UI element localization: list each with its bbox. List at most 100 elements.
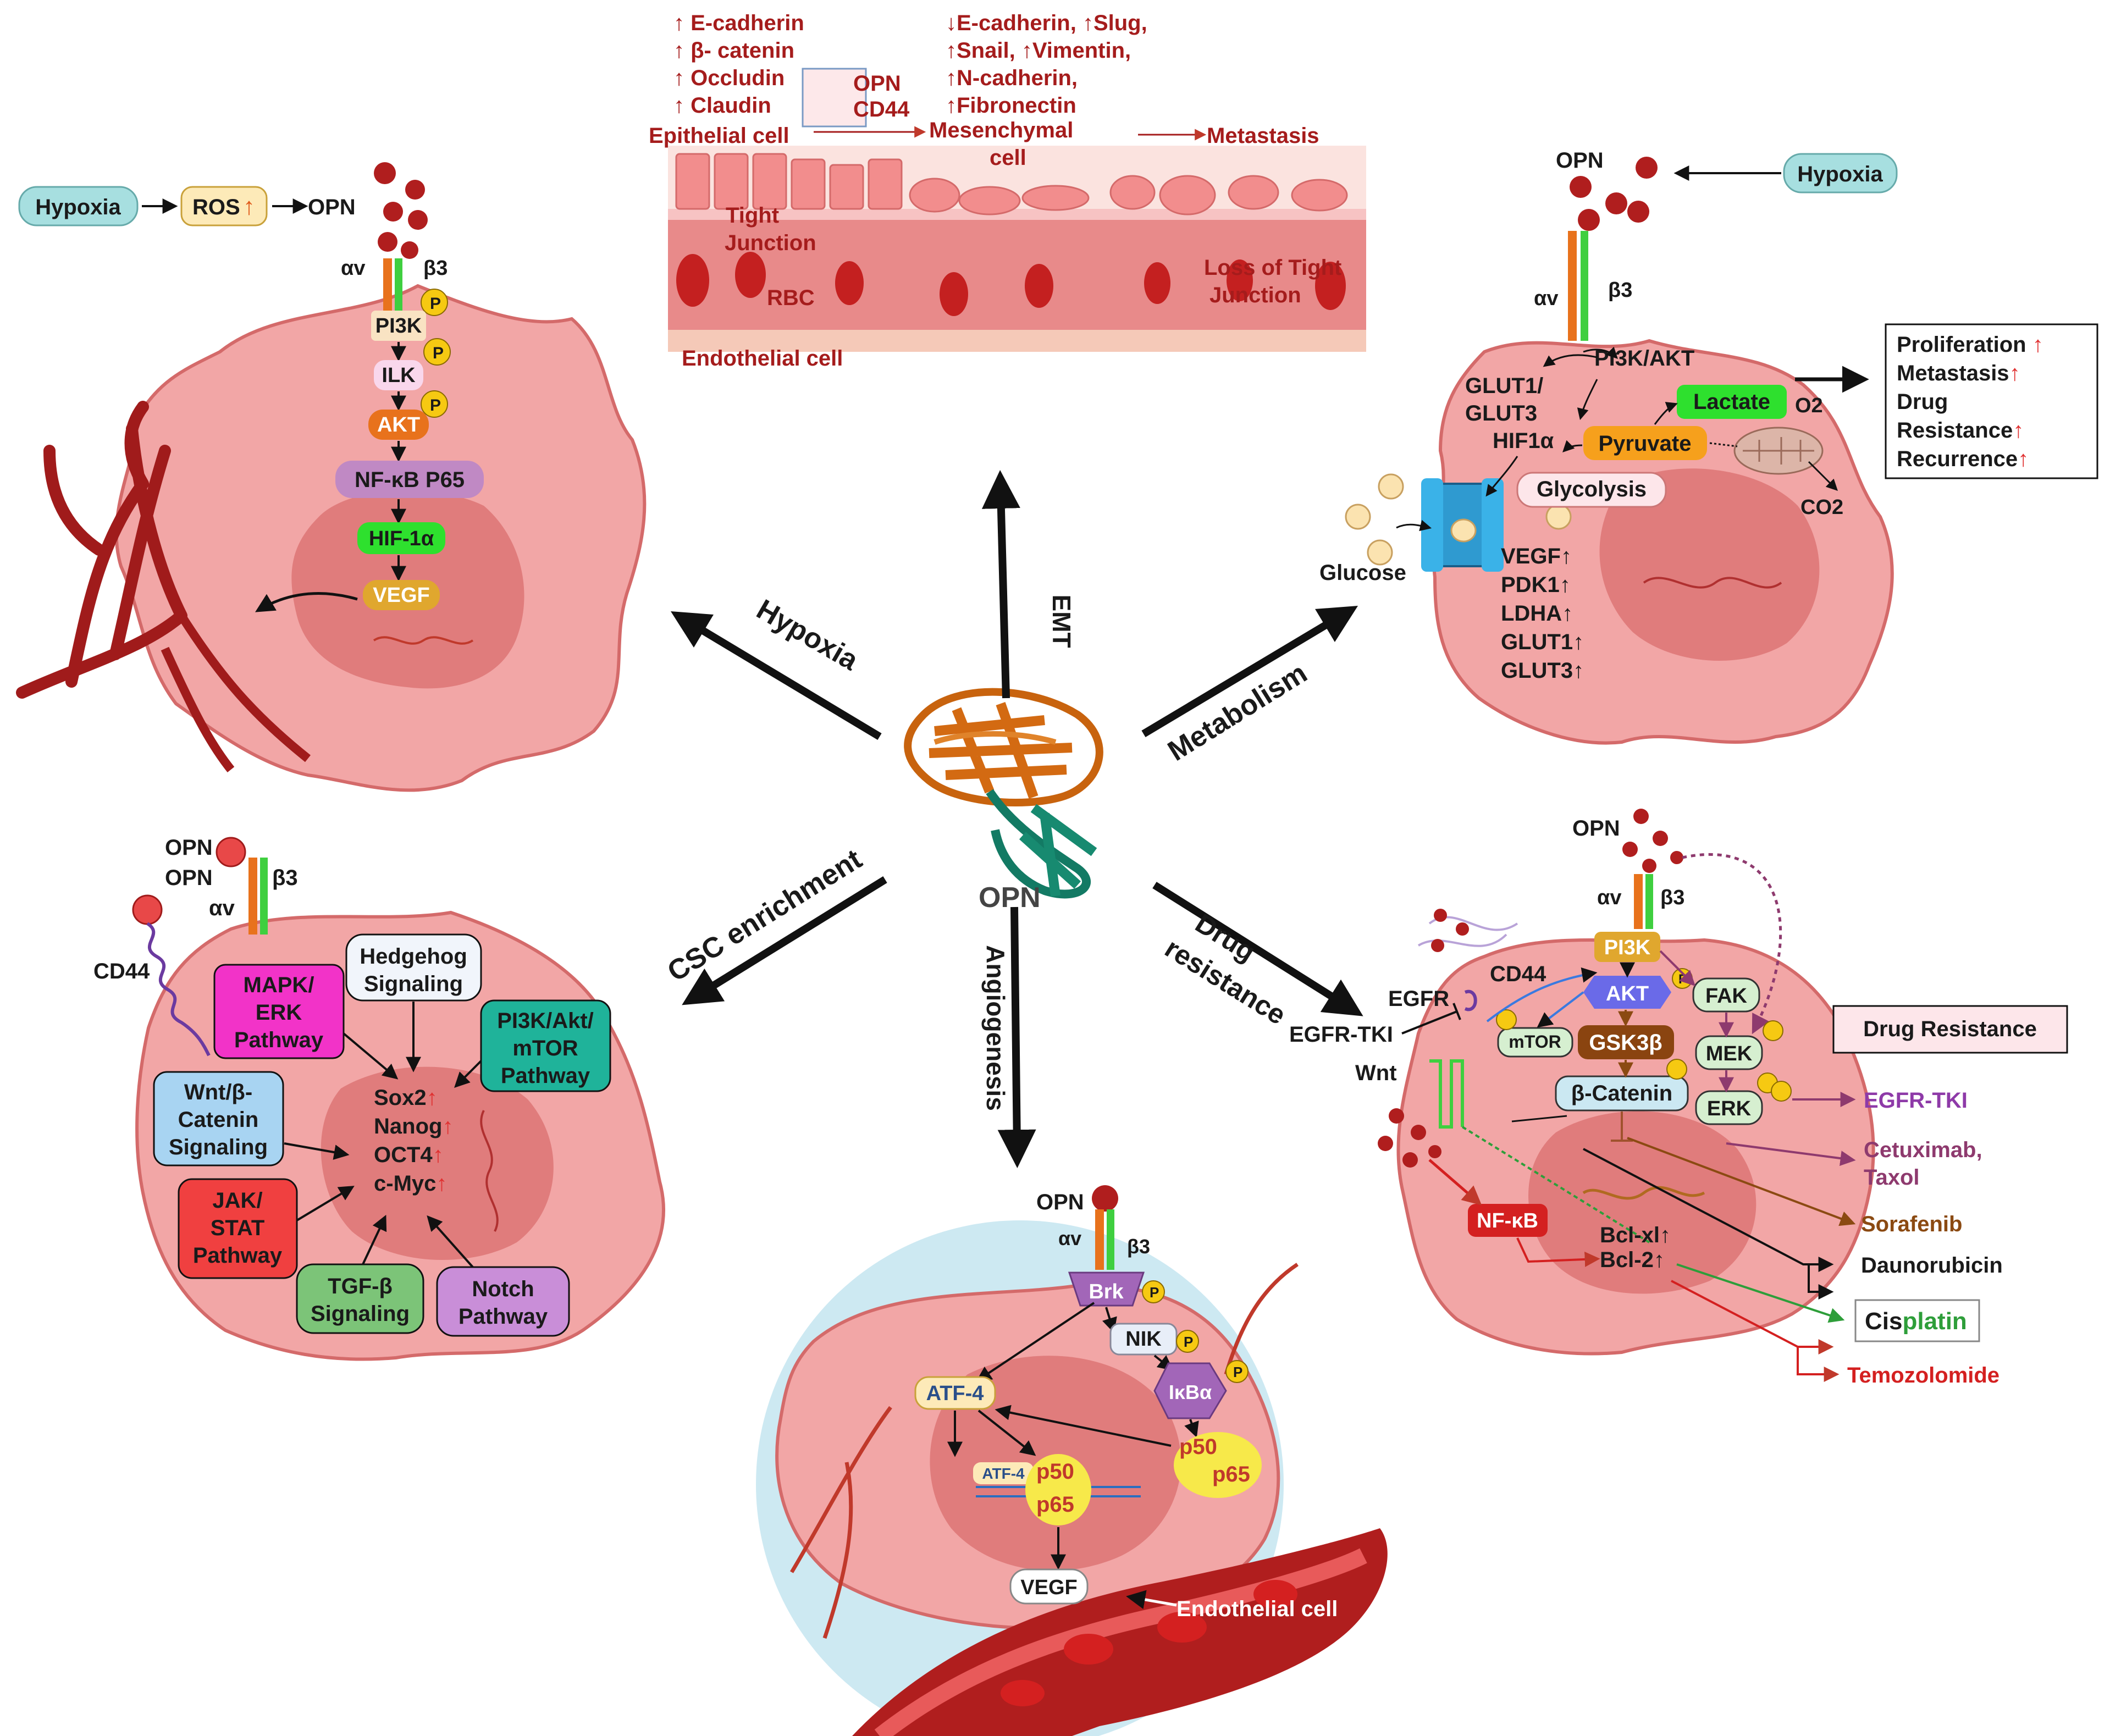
csc-mapk-label-2: ERK: [256, 1000, 302, 1025]
metabolism-glycolysis-box: [1516, 472, 1667, 508]
hypoxia-integrin: [383, 258, 402, 313]
svg-text:Metastasis↑: Metastasis↑: [1897, 361, 2020, 385]
drug-phospho-circles: [1496, 1009, 1792, 1102]
drug-cd44-label: CD44: [1490, 962, 1546, 986]
svg-text:Recurrence↑: Recurrence↑: [1897, 447, 2029, 471]
angio-opn-ball: [1092, 1185, 1118, 1212]
csc-av-label: αv: [209, 896, 235, 920]
csc-cd44-label: CD44: [93, 959, 150, 983]
csc-notch-label: Notch: [472, 1277, 534, 1301]
angio-integrin: [1095, 1209, 1114, 1270]
emt-endothelial-label: Endothelial cell: [682, 346, 843, 371]
hypoxia-av-label: αv: [341, 257, 366, 280]
metabolism-opn-balls: [1570, 157, 1658, 231]
metabolism-outcome-box: [1885, 323, 2098, 479]
drug-sorafenib: Sorafenib: [1861, 1212, 1962, 1236]
svg-text:↑N-cadherin,: ↑N-cadherin,: [946, 66, 1078, 90]
hypoxia-nfkb-box: [335, 461, 484, 498]
metabolism-pi3k-akt: PI3K/AKT: [1594, 346, 1694, 371]
drug-b3-label: β3: [1660, 886, 1684, 909]
drug-egfr-tki-drug: EGFR-TKI: [1864, 1088, 1968, 1113]
metabolism-target-genes: VEGF↑ PDK1↑ LDHA↑ GLUT1↑ GLUT3↑: [1501, 544, 1584, 683]
metabolism-outcome-list: Proliferation ↑ Metastasis↑ Drug Resista…: [1897, 333, 2043, 471]
csc-tgf-label-2: Signaling: [311, 1302, 410, 1326]
ros-up-arrow: ↑: [243, 193, 255, 220]
emt-mesenchymal-label: Mesenchymal: [929, 118, 1073, 142]
drug-akt-shape: [1583, 976, 1671, 1009]
svg-text:GLUT1↑: GLUT1↑: [1501, 630, 1584, 654]
csc-pi3k-box: [480, 999, 611, 1092]
drug-pi3k-label: PI3K: [1604, 936, 1651, 959]
svg-text:OCT4↑: OCT4↑: [374, 1143, 444, 1167]
metabolism-co2-label: CO2: [1800, 496, 1843, 519]
emt-mesenchymal-markers: ↓E-cadherin, ↑Slug, ↑Snail, ↑Vimentin, ↑…: [946, 11, 1147, 118]
svg-text:P: P: [430, 295, 441, 313]
hypoxia-akt-box: [368, 410, 429, 440]
metabolism-glucose-label: Glucose: [1319, 561, 1406, 585]
svg-text:P: P: [433, 344, 444, 362]
emt-metastasis-label: Metastasis: [1207, 124, 1319, 148]
metabolism-hypoxia-label: Hypoxia: [1797, 162, 1883, 186]
arrow-label-angiogenesis: Angiogenesis: [981, 945, 1010, 1111]
drug-egfr-tki-label: EGFR-TKI: [1289, 1022, 1393, 1047]
angio-opn-label: OPN: [1036, 1190, 1084, 1214]
hypoxia-phospho-circles: [421, 289, 451, 418]
csc-mapk-label-3: Pathway: [234, 1028, 324, 1052]
svg-text:VEGF↑: VEGF↑: [1501, 544, 1572, 568]
drug-av-label: αv: [1597, 886, 1622, 909]
metabolism-hypoxia-box: [1783, 153, 1898, 193]
drug-taxol: Taxol: [1864, 1165, 1920, 1190]
angio-atf4-label: ATF-4: [926, 1382, 984, 1405]
csc-jak-label-2: STAT: [211, 1216, 265, 1240]
arrow-label-hypoxia: Hypoxia: [751, 594, 864, 677]
radial-arrows: [670, 470, 1363, 1168]
drug-output-arrows: [1583, 1092, 1856, 1382]
csc-wnt-label-2: Catenin: [178, 1108, 259, 1132]
metabolism-o2-label: O2: [1795, 394, 1823, 417]
hypoxia-box-label: Hypoxia: [35, 195, 121, 219]
emt-opn-label: OPN: [853, 71, 901, 96]
csc-wnt-box: [153, 1071, 284, 1166]
csc-cd44-receptor: [146, 922, 211, 1057]
hypoxia-b3-label: β3: [423, 257, 448, 280]
arrow-label-emt: EMT: [1047, 594, 1076, 648]
csc-opn-ball-1: [132, 894, 163, 925]
angio-ikba-label: IκBα: [1169, 1381, 1212, 1403]
hypoxia-hif-label: HIF-1α: [369, 527, 434, 550]
csc-wnt-label-3: Signaling: [169, 1135, 268, 1159]
emt-tissue-illustration: [668, 68, 1366, 352]
svg-text:LDHA↑: LDHA↑: [1501, 601, 1573, 626]
drug-cetuximab: Cetuximab,: [1864, 1138, 1982, 1162]
svg-text:↑Fibronectin: ↑Fibronectin: [946, 93, 1076, 118]
metabolism-pyruvate-label: Pyruvate: [1599, 432, 1692, 456]
drug-signal-arrows: [1486, 950, 1734, 1093]
csc-notch-box: [436, 1266, 570, 1337]
drug-fak-label: FAK: [1705, 985, 1748, 1008]
ros-box: [180, 186, 268, 226]
csc-hedgehog-label: Hedgehog: [360, 944, 467, 969]
svg-text:Resistance↑: Resistance↑: [1897, 418, 2024, 443]
angio-ikba-shape: [1153, 1362, 1227, 1419]
angio-atf4-box: [914, 1376, 996, 1410]
hypoxia-vegf-label: VEGF: [373, 584, 429, 607]
emt-mesenchymal-cell-label: cell: [990, 146, 1026, 170]
drug-wnt-label: Wnt: [1355, 1061, 1397, 1085]
drug-gsk-box: [1578, 1025, 1674, 1059]
drug-frizzled-receptor: [1429, 1059, 1464, 1129]
emt-tight-junction-label: Tight: [726, 203, 779, 228]
hypoxia-pi3k-label: PI3K: [375, 314, 422, 338]
ros-label: ROS: [192, 195, 240, 219]
svg-text:Drug: Drug: [1897, 390, 1948, 414]
csc-jak-box: [178, 1178, 298, 1279]
angio-brk-label: Brk: [1089, 1280, 1124, 1303]
metabolism-pyruvate-box: [1583, 426, 1707, 460]
hypoxia-akt-label: AKT: [377, 413, 420, 436]
angio-b3-label: β3: [1127, 1235, 1150, 1258]
drug-fak-box: [1692, 977, 1760, 1013]
csc-tgf-box: [296, 1263, 424, 1334]
hypoxia-cell: [16, 284, 647, 792]
metabolism-glucose-molecules: [1345, 473, 1572, 566]
csc-hedgehog-box: [345, 933, 482, 1002]
drug-pi3k-box: [1594, 932, 1660, 962]
